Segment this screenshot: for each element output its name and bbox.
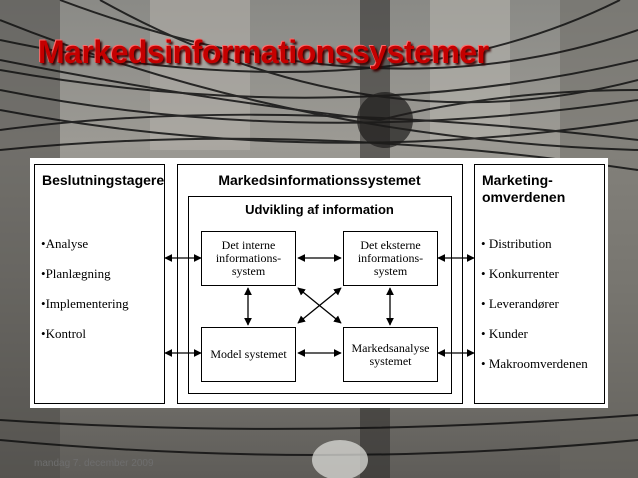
list-item: •Kontrol [41,326,87,341]
internal-info-system-box: Det interne informations-system [201,231,296,286]
diagram-panel: Beslutningstagere •Analyse •Planlægning … [30,158,608,408]
decision-makers-box: Beslutningstagere •Analyse •Planlægning … [34,164,165,404]
slide-title: Markedsinformationssystemer [38,34,489,70]
marketing-environment-title: Marketing-omverdenen [482,172,566,205]
mis-title: Markedsinformationssystemet [218,172,421,188]
connector-arrows [164,254,475,357]
info-development-title: Udvikling af information [245,202,394,217]
slide-footer-date: mandag 7. december 2009 [34,458,154,469]
list-item: • Leverandører [481,296,559,311]
list-item: •Analyse [41,236,89,251]
decision-makers-title: Beslutningstagere [42,172,165,188]
arrow-diagonal-2 [297,287,342,324]
list-item: • Makroomverdenen [481,356,588,371]
list-item: • Kunder [481,326,528,341]
marketing-environment-box: Marketing-omverdenen • Distribution • Ko… [474,164,605,404]
model-system-box: Model systemet [201,327,296,382]
market-research-system-box: Markedsanalyse systemet [343,327,438,382]
list-item: • Distribution [481,236,552,251]
list-item: • Konkurrenter [481,266,559,281]
list-item: •Implementering [41,296,129,311]
external-info-system-box: Det eksterne informations-system [343,231,438,286]
list-item: •Planlægning [41,266,111,281]
